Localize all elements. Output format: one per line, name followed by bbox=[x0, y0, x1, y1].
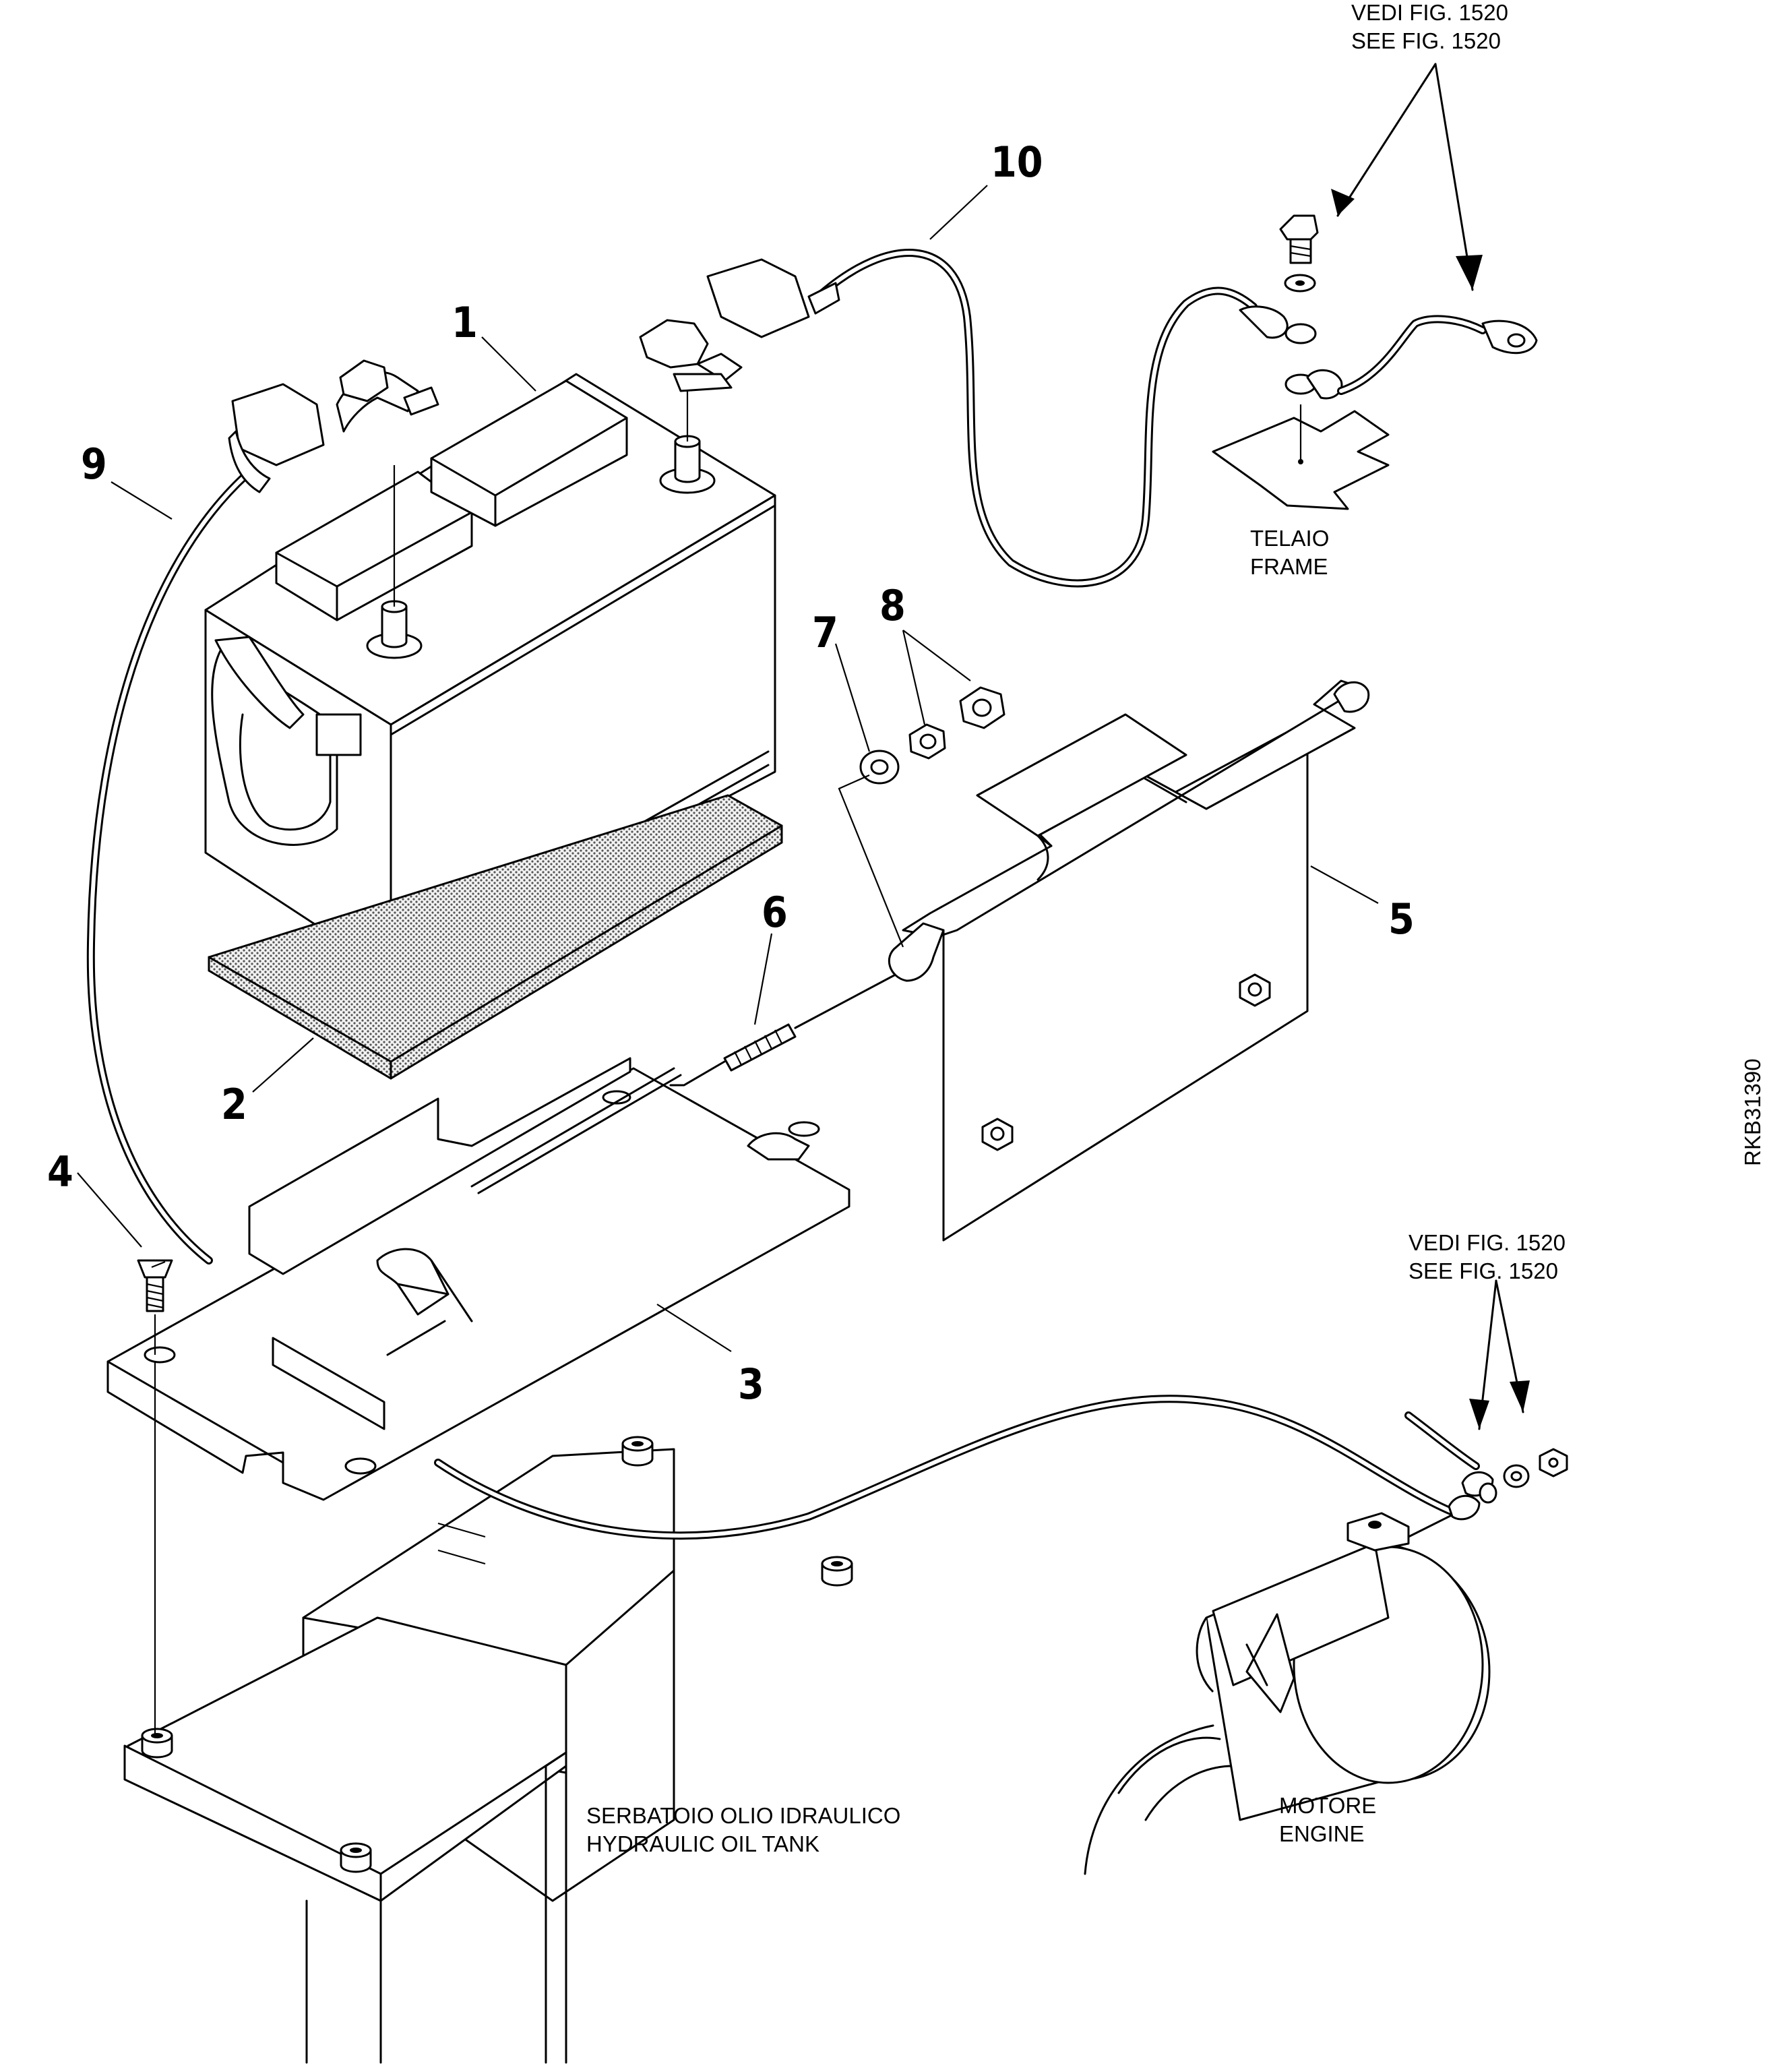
battery-terminal-negative bbox=[366, 600, 423, 659]
engine-reference-arrows bbox=[1469, 1279, 1530, 1430]
hold-down-rod bbox=[386, 969, 904, 1356]
callout-3: 3 bbox=[738, 1360, 764, 1409]
washer-7 bbox=[859, 750, 900, 785]
countersunk-screw bbox=[137, 1259, 173, 1312]
frame-attachment bbox=[1212, 214, 1538, 510]
frame-label-it: TELAIO bbox=[1250, 526, 1329, 551]
callout-8: 8 bbox=[879, 581, 906, 630]
frame-ref-it: VEDI FIG. 1520 bbox=[1351, 0, 1508, 25]
engine-terminal-hardware bbox=[1448, 1448, 1568, 1521]
engine-label-en: ENGINE bbox=[1279, 1821, 1365, 1846]
frame-label-en: FRAME bbox=[1250, 554, 1328, 579]
callout-6: 6 bbox=[762, 888, 788, 937]
engine-label-it: MOTORE bbox=[1279, 1793, 1376, 1818]
callout-2: 2 bbox=[221, 1080, 247, 1129]
hydraulic-oil-tank bbox=[123, 1448, 675, 2064]
callout-9: 9 bbox=[81, 439, 107, 489]
cable-9-negative bbox=[86, 471, 250, 1264]
battery-tray bbox=[106, 1057, 850, 1501]
figure-id: RKB31390 bbox=[1740, 1058, 1765, 1166]
engine-ref-en: SEE FIG. 1520 bbox=[1408, 1258, 1558, 1283]
cable-10-positive bbox=[818, 249, 1258, 588]
frame-ref-en: SEE FIG. 1520 bbox=[1351, 28, 1501, 53]
tank-label-it: SERBATOIO OLIO IDRAULICO bbox=[586, 1803, 900, 1828]
tank-label-en: HYDRAULIC OIL TANK bbox=[586, 1831, 819, 1856]
callout-10: 10 bbox=[991, 138, 1043, 187]
nut-8b bbox=[959, 686, 1005, 729]
callout-4: 4 bbox=[47, 1147, 73, 1196]
callout-5: 5 bbox=[1388, 894, 1415, 944]
frame-reference-arrows bbox=[1331, 63, 1483, 291]
callout-leaders bbox=[77, 185, 1379, 1352]
negative-clamp bbox=[228, 359, 439, 493]
engine-starter-motor bbox=[1084, 1512, 1491, 1875]
insulating-pad bbox=[208, 794, 783, 1080]
cable-engine-ground bbox=[434, 1395, 1480, 1540]
hold-down-bracket bbox=[888, 679, 1370, 1242]
tank-bosses bbox=[141, 1436, 853, 1873]
callout-7: 7 bbox=[812, 608, 838, 657]
callout-1: 1 bbox=[452, 298, 478, 347]
nut-8a bbox=[908, 723, 946, 760]
fastener-leader-line bbox=[838, 774, 904, 948]
positive-clamp bbox=[639, 258, 840, 392]
engine-ref-it: VEDI FIG. 1520 bbox=[1408, 1230, 1566, 1255]
